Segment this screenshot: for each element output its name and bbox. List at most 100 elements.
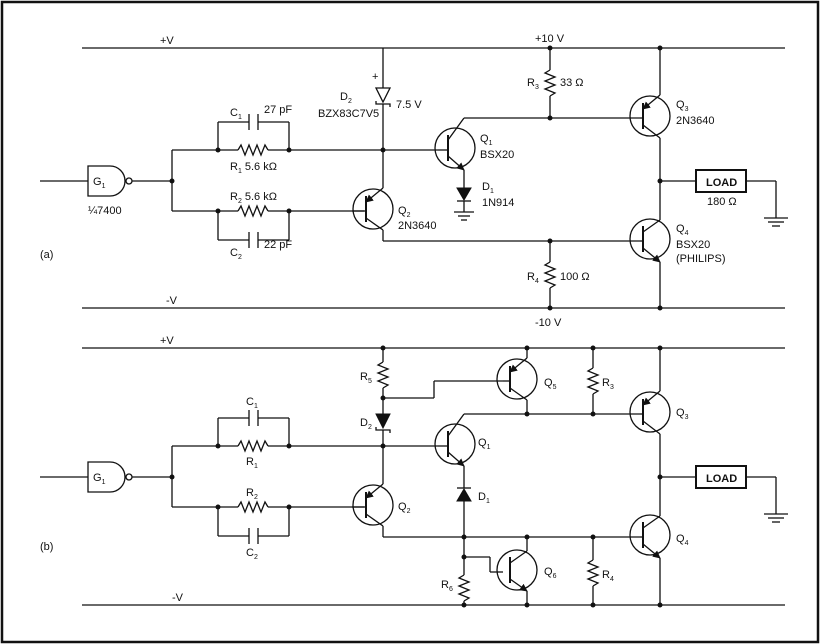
- q4-a-name: Q: [676, 223, 685, 235]
- svg-text:Q2: Q2: [398, 501, 411, 515]
- r2-a-sub: 2: [238, 198, 242, 205]
- c2-b-name: C: [246, 547, 254, 559]
- gate-g1-a: G1 ¼7400: [40, 165, 172, 217]
- rc-upper-b: C1 R 1: [215, 396, 292, 470]
- c1-a-value: 27 pF: [264, 104, 292, 116]
- d1-b-sub: 1: [486, 498, 490, 505]
- svg-text:Q5: Q5: [544, 377, 557, 391]
- resistor-r4-a: R4 100 Ω: [527, 241, 590, 311]
- load-a: LOAD 180 Ω: [660, 169, 788, 227]
- transistor-q6-b: Q6: [464, 534, 557, 608]
- q1-a-name: Q: [480, 133, 489, 145]
- gate-g1-a-sub: 1: [102, 183, 106, 190]
- svg-text:D2: D2: [340, 91, 352, 105]
- circuit-b: +V -V (b) G1 C1 R1: [40, 335, 788, 608]
- r6-b-sub: 6: [449, 586, 453, 593]
- circuit-a: +V -V +10 V -10 V (a) G1 ¼7400: [40, 33, 788, 329]
- q3-b-name: Q: [676, 407, 685, 419]
- r4-b-sub: 4: [610, 576, 614, 583]
- svg-text:C2: C2: [230, 247, 242, 261]
- transistor-q3-b: Q3: [629, 345, 689, 435]
- load-b-label: LOAD: [706, 473, 737, 485]
- resistor-r3-a: R3 33 Ω: [527, 45, 584, 118]
- pos-rail-label-a: +V: [160, 35, 174, 47]
- circuit-b-id: (b): [40, 541, 53, 553]
- zener-d2-a-part: BZX83C7V5: [318, 108, 379, 120]
- svg-text:R2: R2: [246, 487, 258, 501]
- q4-b-sub: 4: [685, 540, 689, 547]
- neg-rail-label-b: -V: [172, 592, 184, 604]
- c1-b-sub: 1: [254, 403, 258, 410]
- c1-b-name: C: [246, 396, 254, 408]
- transistor-q4-a: Q4 BSX20 (PHILIPS): [629, 218, 726, 265]
- circuit-a-id: (a): [40, 249, 53, 261]
- zener-d2-a: + D2 BZX83C7V5 7.5 V: [318, 48, 422, 188]
- r3-a-sub: 3: [535, 84, 539, 91]
- zener-d2-a-polarity: +: [372, 71, 378, 83]
- svg-text:Q2: Q2: [398, 205, 411, 219]
- q1-b-name: Q: [478, 437, 487, 449]
- q3-a-name: Q: [676, 99, 685, 111]
- svg-text:C1: C1: [246, 396, 258, 410]
- d1-a-part: 1N914: [482, 197, 514, 209]
- q5-b-sub: 5: [553, 384, 557, 391]
- c2-a-name: C: [230, 247, 238, 259]
- q1-a-sub: 1: [489, 140, 493, 147]
- svg-text:Q6: Q6: [544, 566, 557, 580]
- r5-b-sub: 5: [368, 378, 372, 385]
- q3-a-part: 2N3640: [676, 115, 715, 127]
- d1-a-name: D: [482, 181, 490, 193]
- q4-a-part: BSX20: [676, 239, 710, 251]
- svg-text:G1: G1: [93, 472, 106, 486]
- q5-b-name: Q: [544, 377, 553, 389]
- q6-b-name: Q: [544, 566, 553, 578]
- c2-a-value: 22 pF: [264, 239, 292, 251]
- gate-g1-b-name: G: [93, 472, 102, 484]
- resistor-r6-b: R6: [441, 537, 471, 608]
- q2-a-part: 2N3640: [398, 220, 437, 232]
- svg-text:Q4: Q4: [676, 223, 689, 237]
- pos-rail-label-b: +V: [160, 335, 174, 347]
- r3-a-name: R: [527, 77, 535, 89]
- svg-text:G1: G1: [93, 176, 106, 190]
- c2-a-sub: 2: [238, 254, 242, 261]
- q1-a-part: BSX20: [480, 149, 514, 161]
- d1-a-sub: 1: [490, 188, 494, 195]
- gate-g1-b: G1: [40, 461, 172, 493]
- zener-d2-a-value: 7.5 V: [396, 99, 422, 111]
- diode-d1-b: D1: [456, 466, 490, 537]
- transistor-q1-a: Q1 BSX20: [434, 117, 514, 171]
- r4-a-value: 100 Ω: [560, 271, 590, 283]
- transistor-q2-b: Q2: [352, 483, 411, 527]
- q3-a-sub: 3: [685, 106, 689, 113]
- svg-text:D1: D1: [478, 491, 490, 505]
- svg-text:C1: C1: [230, 107, 242, 121]
- load-a-label: LOAD: [706, 177, 737, 189]
- svg-text:Q3: Q3: [676, 99, 689, 113]
- q4-a-sub: 4: [685, 230, 689, 237]
- q1-b-sub: 1: [487, 444, 491, 451]
- pos-supply-label-a: +10 V: [535, 33, 565, 45]
- r2-a-name: R: [230, 191, 238, 203]
- r2-b-sub: 2: [254, 494, 258, 501]
- r1-b-name: R: [246, 456, 254, 468]
- c1-a-name: C: [230, 107, 238, 119]
- q2-b-sub: 2: [407, 508, 411, 515]
- svg-text:R4: R4: [527, 271, 539, 285]
- q4-b-name: Q: [676, 533, 685, 545]
- r3-b-sub: 3: [610, 384, 614, 391]
- svg-text:R6: R6: [441, 579, 453, 593]
- c1-a-sub: 1: [238, 114, 242, 121]
- q6-b-sub: 6: [553, 573, 557, 580]
- neg-rail-label-a: -V: [166, 295, 178, 307]
- zener-d2-b: D2: [360, 413, 391, 484]
- svg-text:Q3: Q3: [676, 407, 689, 421]
- svg-text:R3: R3: [527, 77, 539, 91]
- zener-d2-a-name: D: [340, 91, 348, 103]
- r1-a-sub: 1: [238, 168, 242, 175]
